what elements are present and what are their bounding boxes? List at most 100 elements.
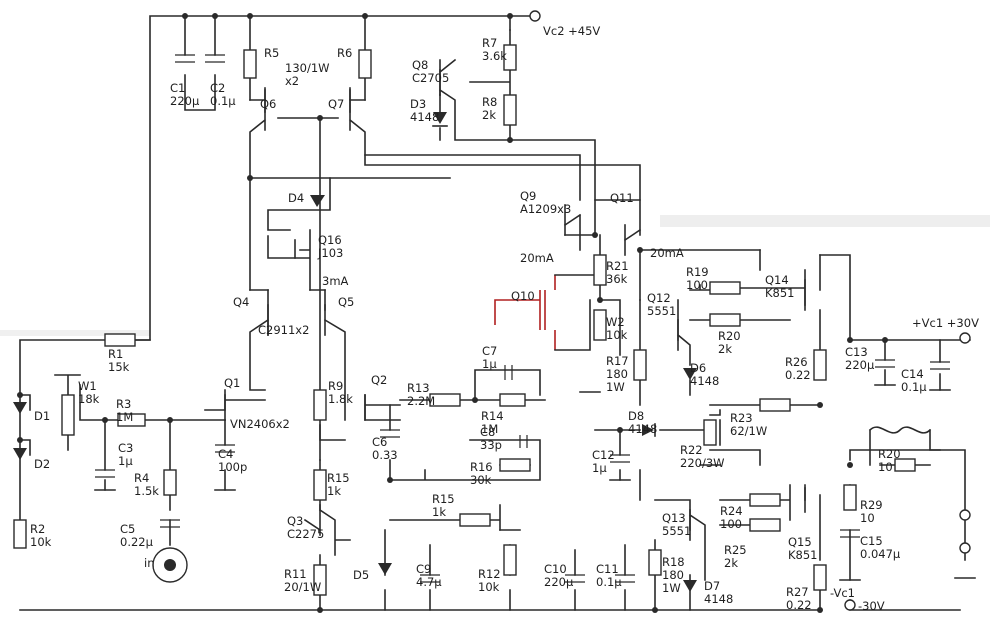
label-text: 220μ bbox=[544, 575, 574, 589]
label-text: R9 bbox=[328, 379, 343, 393]
label-text: D5 bbox=[353, 568, 369, 582]
resistor-r20b bbox=[894, 458, 916, 472]
label-text: 20mA bbox=[650, 246, 684, 260]
scan-background bbox=[0, 215, 990, 336]
label-text: D2 bbox=[34, 457, 50, 471]
label-text: 1.8k bbox=[328, 392, 353, 406]
label-text: R16 bbox=[470, 460, 493, 474]
resistor-r1 bbox=[104, 333, 136, 347]
label-text: 1.5k bbox=[134, 484, 159, 498]
label-text: D1 bbox=[34, 409, 50, 423]
label-text: C8 bbox=[480, 425, 495, 439]
label-text: 5551 bbox=[662, 524, 691, 538]
label-text: K851 bbox=[788, 548, 818, 562]
label-text: 5551 bbox=[647, 304, 676, 318]
label-text: 1k bbox=[432, 505, 446, 519]
resistor-r5 bbox=[243, 49, 257, 79]
terminals bbox=[529, 10, 971, 611]
label-text: R29 bbox=[860, 498, 883, 512]
label-text: VN2406x2 bbox=[230, 417, 290, 431]
label-text: 4148 bbox=[628, 422, 657, 436]
label-d1: D1 bbox=[34, 409, 50, 423]
rail-label-vc2: Vc2 +45V bbox=[543, 24, 600, 38]
label-text: K851 bbox=[765, 286, 795, 300]
label-q7: Q7 bbox=[328, 97, 344, 111]
label-text: Q7 bbox=[328, 97, 344, 111]
label-text: 2k bbox=[482, 108, 496, 122]
label-text: R12 bbox=[478, 567, 501, 581]
label-text: 3mA bbox=[322, 274, 349, 288]
label-text: R15 bbox=[327, 471, 350, 485]
label-text: 18k bbox=[78, 392, 100, 406]
label-text: 0.1μ bbox=[210, 94, 236, 108]
label-text: R11 bbox=[284, 567, 307, 581]
resistor-r13 bbox=[429, 393, 461, 407]
label-text: 220/3W bbox=[680, 456, 725, 470]
label-text: 0.1μ bbox=[596, 575, 622, 589]
diode-d4 bbox=[310, 195, 325, 207]
label-text: 100 bbox=[686, 278, 708, 292]
label-text: Q16 bbox=[318, 233, 342, 247]
label-in: in bbox=[144, 556, 154, 570]
resistor-r29 bbox=[843, 484, 857, 511]
label-text: C12 bbox=[592, 448, 615, 462]
label-text: 0.22 bbox=[786, 598, 812, 612]
label-text: 4148 bbox=[690, 374, 719, 388]
label-r6: R6 bbox=[337, 46, 352, 60]
label-text: C9 bbox=[416, 562, 431, 576]
label-text: Q5 bbox=[338, 295, 354, 309]
label-text: 4148 bbox=[410, 110, 439, 124]
resistor-r7 bbox=[503, 44, 517, 71]
label-text: C2705 bbox=[412, 71, 449, 85]
label-text: Q6 bbox=[260, 97, 276, 111]
label-text: 0.22μ bbox=[120, 535, 154, 549]
label-text: R22 bbox=[680, 443, 703, 457]
label-text: 1μ bbox=[592, 461, 607, 475]
diode-d5 bbox=[378, 563, 392, 575]
label-text: Q1 bbox=[224, 376, 240, 390]
label-text: R21 bbox=[606, 259, 629, 273]
label-q45: C2911x2 bbox=[258, 323, 309, 337]
label-text: 36k bbox=[606, 272, 628, 286]
label-text: 10k bbox=[606, 328, 628, 342]
label-text: Q15 bbox=[788, 535, 812, 549]
potentiometer-w2 bbox=[593, 309, 607, 341]
label-text: 220μ bbox=[170, 94, 200, 108]
label-text: C7 bbox=[482, 344, 497, 358]
diode-d6 bbox=[683, 368, 697, 380]
wires bbox=[19, 15, 971, 611]
label-text: 1W bbox=[606, 380, 625, 394]
label-text: 4.7μ bbox=[416, 575, 442, 589]
label-text: Q8 bbox=[412, 58, 428, 72]
label-text: R14 bbox=[481, 409, 504, 423]
label-text: 0.33 bbox=[372, 448, 398, 462]
label-text: 1M bbox=[481, 422, 498, 436]
label-text: R7 bbox=[482, 36, 497, 50]
label-text: 62/1W bbox=[730, 424, 767, 438]
diode-d7 bbox=[683, 580, 697, 592]
label-text: Q2 bbox=[371, 373, 387, 387]
label-text: R20 bbox=[718, 329, 741, 343]
diode-d8 bbox=[642, 424, 654, 436]
label-text: R4 bbox=[134, 471, 149, 485]
resistor-r4 bbox=[163, 469, 177, 496]
diodes bbox=[13, 112, 697, 592]
label-text: 1μ bbox=[118, 454, 133, 468]
label-text: 2.2M bbox=[407, 394, 435, 408]
